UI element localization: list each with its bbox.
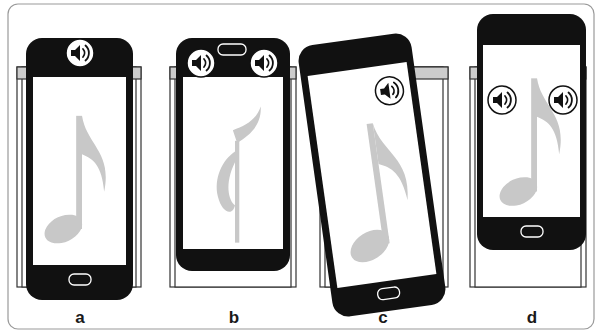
panel-label: b — [229, 309, 239, 326]
panel-label: c — [378, 309, 387, 326]
panel-label: a — [75, 309, 84, 326]
panel-label: d — [527, 309, 537, 326]
